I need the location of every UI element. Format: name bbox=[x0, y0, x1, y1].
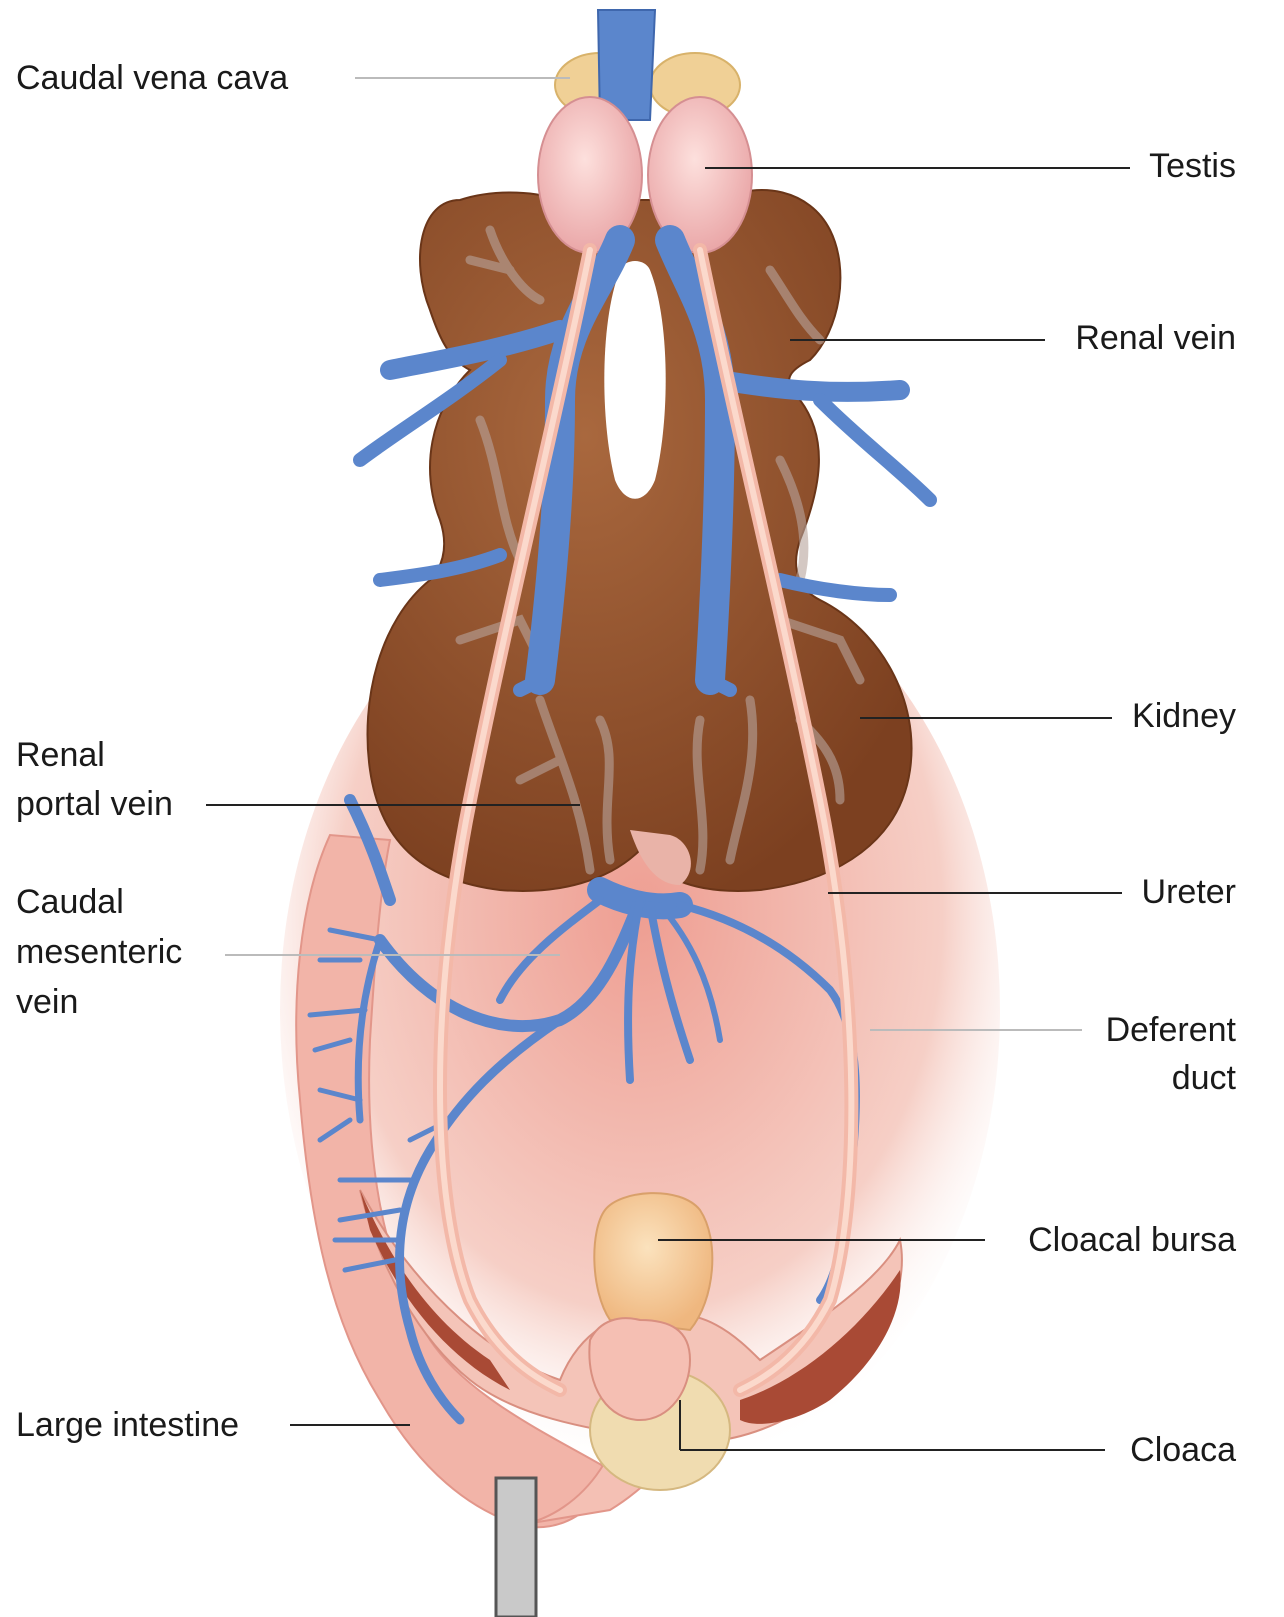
label-cloaca: Cloaca bbox=[1130, 1430, 1236, 1470]
label-renal-portal-vein-line1: Renal bbox=[16, 735, 105, 775]
label-caudal-mesenteric-vein-line3: vein bbox=[16, 982, 78, 1022]
label-ureter: Ureter bbox=[1142, 872, 1236, 912]
label-testis: Testis bbox=[1149, 146, 1236, 186]
label-renal-portal-vein-line2: portal vein bbox=[16, 784, 173, 824]
label-deferent-duct-line2: duct bbox=[1172, 1058, 1236, 1098]
label-large-intestine: Large intestine bbox=[16, 1405, 239, 1445]
label-kidney: Kidney bbox=[1132, 696, 1236, 736]
label-caudal-mesenteric-vein-line1: Caudal bbox=[16, 882, 124, 922]
kidney bbox=[368, 190, 912, 891]
label-caudal-vena-cava: Caudal vena cava bbox=[16, 58, 288, 98]
label-caudal-mesenteric-vein-line2: mesenteric bbox=[16, 932, 182, 972]
intestine-clamp bbox=[496, 1478, 536, 1617]
label-cloacal-bursa: Cloacal bursa bbox=[1028, 1220, 1236, 1260]
label-renal-vein: Renal vein bbox=[1075, 318, 1236, 358]
label-deferent-duct-line1: Deferent bbox=[1106, 1010, 1236, 1050]
